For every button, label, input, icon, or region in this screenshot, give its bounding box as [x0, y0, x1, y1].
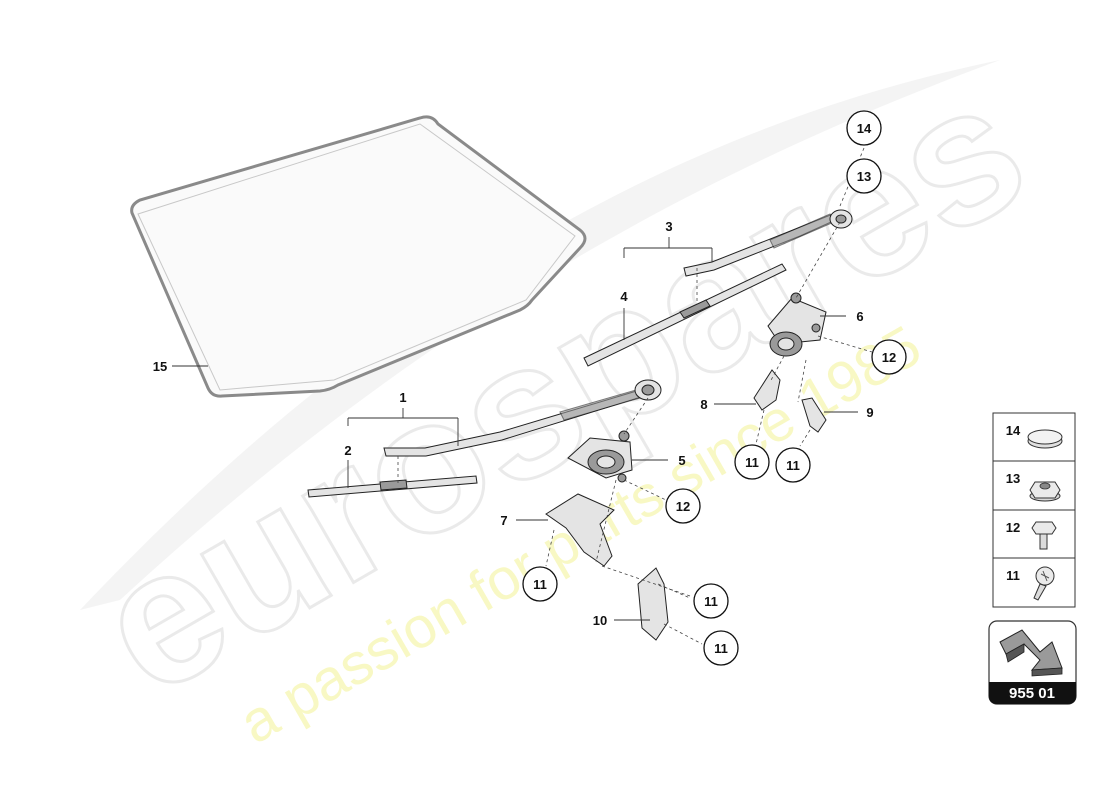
callout-7: 7	[500, 513, 507, 528]
callout-2: 2	[344, 443, 351, 458]
legend-row-12: 12	[1006, 520, 1057, 550]
bracket-10	[637, 567, 669, 641]
svg-text:11: 11	[1006, 568, 1020, 583]
wiper-motor-upper	[767, 292, 827, 357]
bubble-12-upper: 12	[871, 339, 907, 375]
callout-9: 9	[866, 405, 873, 420]
svg-text:14: 14	[857, 121, 872, 136]
watermark: eurospares a passion for parts since 198…	[63, 38, 1059, 756]
bracket-7	[545, 493, 615, 567]
callout-6: 6	[856, 309, 863, 324]
svg-text:12: 12	[676, 499, 690, 514]
bubble-11-b: 11	[775, 447, 811, 483]
circled-callouts: 14 13 12 12 11 11 11 11	[522, 110, 907, 666]
cap-icon	[1027, 429, 1063, 449]
arrow-icon	[999, 629, 1063, 677]
bracket-9	[801, 397, 827, 433]
bubble-11-e: 11	[703, 630, 739, 666]
callout-8: 8	[700, 397, 707, 412]
callout-5: 5	[678, 453, 685, 468]
callout-10: 10	[593, 613, 607, 628]
wiper-blade-upper	[583, 263, 787, 367]
svg-text:12: 12	[882, 350, 896, 365]
svg-text:11: 11	[745, 455, 759, 470]
svg-text:11: 11	[533, 577, 547, 592]
callout-1: 1	[399, 390, 406, 405]
legend-row-11: 11	[1006, 566, 1055, 601]
svg-text:13: 13	[857, 169, 871, 184]
legend-row-14: 14	[1006, 423, 1063, 449]
bubble-11-a: 11	[734, 444, 770, 480]
screw-icon	[1033, 566, 1055, 601]
reference-box: 955 01	[988, 620, 1077, 705]
callout-15: 15	[153, 359, 167, 374]
svg-text:12: 12	[1006, 520, 1020, 535]
bubble-11-d: 11	[693, 583, 729, 619]
reference-code: 955 01	[1009, 685, 1055, 702]
bubble-12-lower: 12	[665, 488, 701, 524]
windscreen-glass	[130, 115, 587, 398]
nut-icon	[1029, 481, 1061, 502]
fastener-legend: 14 13 12 11	[992, 412, 1076, 608]
svg-text:11: 11	[704, 594, 718, 609]
wiper-arm-lower	[383, 379, 662, 457]
bolt-icon	[1031, 521, 1057, 550]
wiper-blade-lower	[307, 475, 478, 498]
callout-3: 3	[665, 219, 672, 234]
svg-text:11: 11	[786, 458, 800, 473]
bubble-13: 13	[846, 158, 882, 194]
callout-4: 4	[620, 289, 628, 304]
svg-text:13: 13	[1006, 471, 1020, 486]
wiper-motor-lower	[567, 430, 633, 483]
callout-labels: 1 2 3 4 5 6 7 8 9 10 15	[153, 219, 874, 628]
svg-text:11: 11	[714, 641, 728, 656]
bracket-8	[753, 369, 781, 411]
bubble-11-c: 11	[522, 566, 558, 602]
leader-lines	[172, 147, 873, 645]
svg-text:14: 14	[1006, 423, 1021, 438]
bubble-14: 14	[846, 110, 882, 146]
legend-row-13: 13	[1006, 471, 1061, 502]
wiper-arm-upper	[683, 209, 853, 277]
